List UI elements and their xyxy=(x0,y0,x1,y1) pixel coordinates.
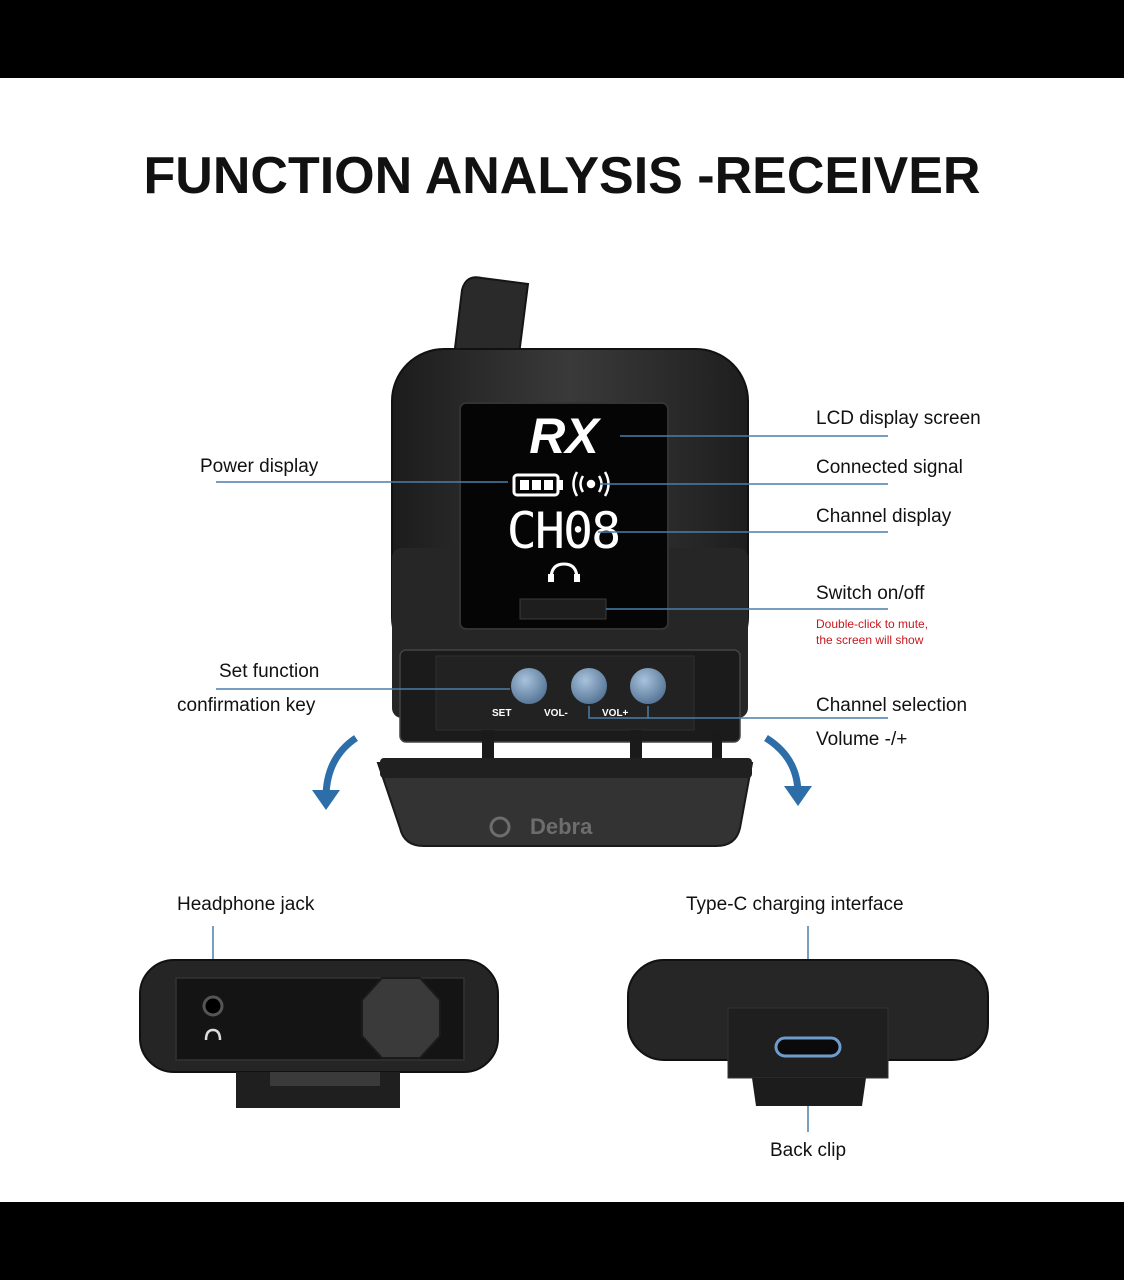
label-set-function: Set function xyxy=(219,661,320,682)
label-back-clip: Back clip xyxy=(770,1140,847,1161)
page-title: FUNCTION ANALYSIS -RECEIVER xyxy=(143,147,981,205)
switch-note-line1: Double-click to mute, xyxy=(816,617,929,631)
bottom-right-device xyxy=(627,959,989,1106)
battery-icon xyxy=(512,473,563,497)
switch-button xyxy=(519,598,607,620)
set-button xyxy=(509,666,549,706)
label-channel-display: Channel display xyxy=(816,506,952,527)
diagram-canvas: FUNCTION ANALYSIS -RECEIVER RX xyxy=(0,78,1124,1202)
type-c-port xyxy=(774,1036,842,1058)
clip-base xyxy=(376,762,754,847)
antenna-end xyxy=(361,977,441,1059)
vol-minus-button xyxy=(569,666,609,706)
rotate-arrow-left-icon xyxy=(322,735,359,799)
headphone-jack-icon xyxy=(204,1028,222,1041)
label-headphone-jack: Headphone jack xyxy=(177,894,315,915)
label-lcd-display-screen: LCD display screen xyxy=(816,408,981,429)
headphone-jack xyxy=(202,995,224,1017)
bottom-left-device xyxy=(139,959,499,1108)
switch-note-line2: the screen will show xyxy=(816,633,924,647)
receiver-illustration: RX CH08 SET VOL- xyxy=(139,276,989,1132)
set-button-label: SET xyxy=(492,708,511,719)
callout-lines xyxy=(212,435,888,1132)
brand-logo-text: Debra xyxy=(530,814,593,839)
label-volume: Volume -/+ xyxy=(816,729,908,750)
label-confirmation-key: confirmation key xyxy=(177,695,316,716)
label-power-display: Power display xyxy=(200,456,319,477)
vol-plus-button xyxy=(628,666,668,706)
label-switch-on-off: Switch on/off xyxy=(816,583,925,604)
headphone-icon xyxy=(549,562,579,580)
lcd-screen xyxy=(459,402,669,630)
vol-minus-label: VOL- xyxy=(544,708,568,719)
screen-model-text: RX xyxy=(529,408,601,464)
rotate-arrow-right-icon xyxy=(764,735,802,795)
label-connected-signal: Connected signal xyxy=(816,457,963,478)
label-channel-selection: Channel selection xyxy=(816,695,968,716)
label-type-c: Type-C charging interface xyxy=(686,894,904,915)
vol-plus-label: VOL+ xyxy=(602,708,629,719)
screen-channel-text: CH08 xyxy=(507,502,619,560)
back-clip xyxy=(752,1078,866,1106)
